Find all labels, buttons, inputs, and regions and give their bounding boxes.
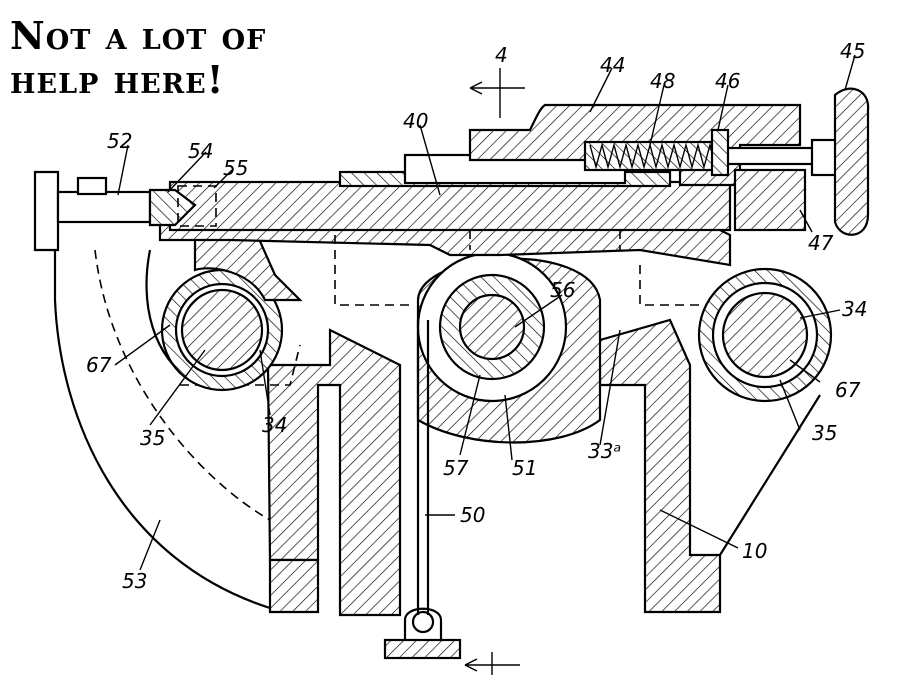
label-34-right: 34 — [842, 297, 867, 321]
label-44: 44 — [600, 53, 625, 77]
weight-block — [383, 638, 462, 660]
label-45: 45 — [840, 39, 865, 63]
collar-46 — [710, 128, 730, 177]
label-53: 53 — [122, 569, 147, 593]
label-67-right: 67 — [835, 378, 861, 402]
label-50: 50 — [460, 503, 485, 527]
handwheel-45 — [833, 87, 870, 236]
pulley-bracket — [403, 607, 443, 640]
section-arrow-top — [469, 68, 525, 118]
label-48: 48 — [650, 69, 675, 93]
left-bracket — [193, 228, 303, 302]
label-56: 56 — [550, 278, 575, 302]
label-10: 10 — [742, 539, 767, 563]
clamp-post — [33, 170, 60, 252]
section-arrow-bottom — [464, 652, 520, 675]
label-40: 40 — [403, 109, 428, 133]
label-46: 46 — [715, 69, 740, 93]
base-frame-right — [588, 318, 722, 614]
leader-lines — [114, 54, 856, 571]
meme-caption: Not a lot of help here! — [10, 14, 266, 102]
base-foot — [268, 558, 320, 614]
label-4: 4 — [495, 43, 508, 67]
label-54: 54 — [188, 139, 213, 163]
caption-line-1: Not a lot of — [10, 13, 267, 58]
slide-40 — [168, 180, 732, 232]
label-57: 57 — [443, 456, 469, 480]
center-shaft-56 — [458, 293, 526, 361]
block-47 — [733, 168, 807, 232]
pulley-50 — [411, 610, 435, 634]
left-shaft-35 — [180, 288, 264, 372]
belt-50 — [416, 320, 430, 615]
tip-55 — [177, 185, 217, 227]
label-35-right: 35 — [812, 421, 837, 445]
spring-coils — [589, 142, 717, 170]
clamp-bolt — [76, 176, 108, 196]
label-35-left: 35 — [140, 426, 165, 450]
right-frame-edge — [719, 394, 821, 556]
label-34-left: 34 — [262, 413, 287, 437]
label-55: 55 — [223, 156, 248, 180]
screw-shaft — [723, 146, 827, 166]
label-52: 52 — [107, 129, 132, 153]
right-shaft-35 — [721, 291, 809, 379]
label-33a: 33ᵃ — [588, 439, 621, 463]
caption-line-2: help here! — [10, 57, 225, 102]
label-51: 51 — [512, 456, 537, 480]
left-arm-53 — [53, 250, 271, 610]
label-47: 47 — [808, 231, 834, 255]
arm-dash — [94, 249, 271, 521]
label-67-left: 67 — [86, 353, 112, 377]
clamp-52 — [56, 190, 152, 224]
